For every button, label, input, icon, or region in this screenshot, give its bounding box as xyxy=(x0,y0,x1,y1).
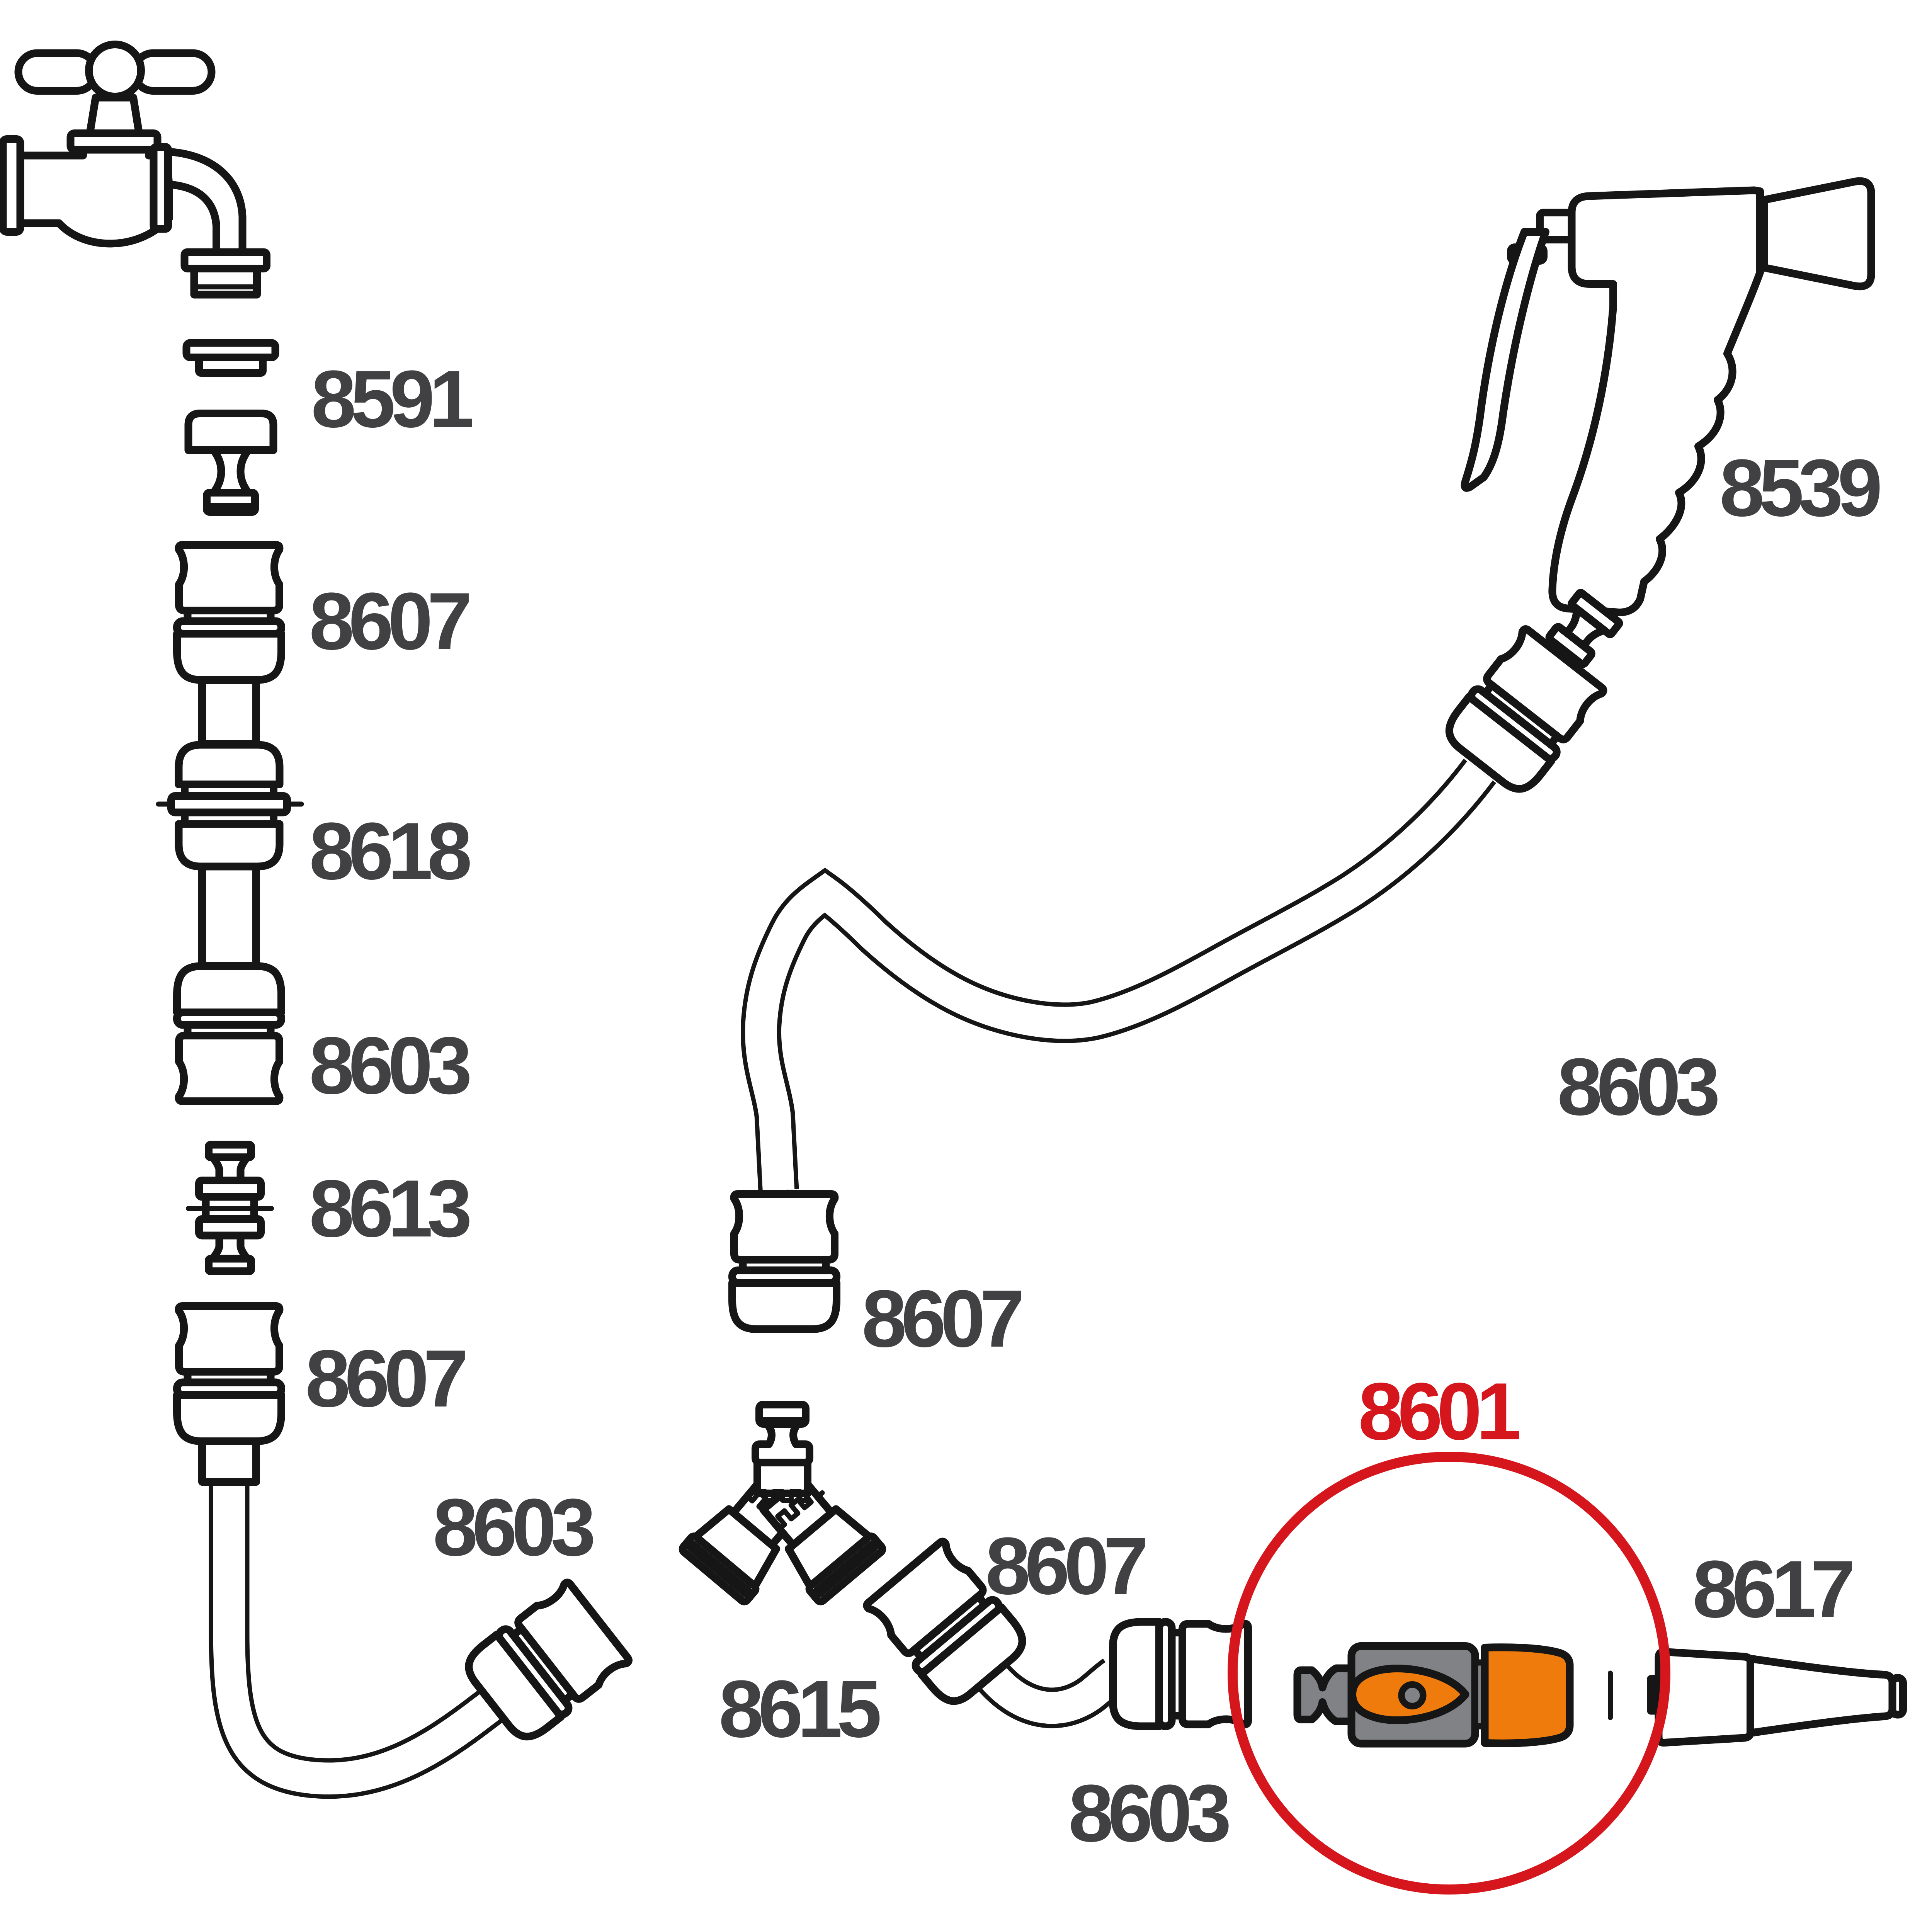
hoses xyxy=(209,759,1496,1799)
left-column-parts xyxy=(156,545,304,1486)
label-8613: 8613 xyxy=(309,1163,469,1254)
label-8603-below-gun: 8603 xyxy=(1557,1041,1718,1132)
label-8601-highlighted: 8601 xyxy=(1358,1366,1519,1457)
label-8603-bottom-left: 8603 xyxy=(433,1482,593,1573)
part-labels: 8591 8607 8618 8603 8613 8607 8603 8615 … xyxy=(305,354,1885,1859)
faucet-right-flange xyxy=(150,143,172,233)
connector-8607-top xyxy=(177,545,281,680)
nozzle-body xyxy=(1747,1655,1896,1737)
adapter-neck xyxy=(209,446,252,497)
connector-8603-left xyxy=(177,966,281,1101)
part-8539-spray-gun xyxy=(1461,177,1875,668)
neck-tube-1 xyxy=(198,676,260,748)
connector-8607-middle xyxy=(732,1194,837,1329)
label-8591: 8591 xyxy=(311,354,472,444)
label-8607-right-of-y: 8607 xyxy=(985,1520,1145,1611)
nozzle-male-tab xyxy=(1597,1668,1652,1721)
part-8601-shutoff-valve xyxy=(1298,1642,1574,1748)
nozzle-tip xyxy=(1888,1674,1907,1719)
faucet-stem xyxy=(86,94,143,137)
valve-male-tab xyxy=(1298,1668,1353,1722)
gun-male-connector xyxy=(1545,589,1623,668)
label-8603-left: 8603 xyxy=(309,1020,469,1111)
part-8617-nozzle xyxy=(1597,1648,1907,1747)
faucet-inlet-flange xyxy=(0,135,24,236)
faucet-bonnet-flange xyxy=(66,129,162,154)
label-8539: 8539 xyxy=(1719,442,1879,533)
gun-body xyxy=(1548,186,1764,616)
adapter-body xyxy=(184,410,277,454)
hose-gun-to-middle xyxy=(740,759,1496,1191)
label-8617: 8617 xyxy=(1692,1544,1852,1634)
neck-tube-3 xyxy=(198,1437,260,1486)
part-8613-double-male xyxy=(186,1141,274,1275)
neck-tube-2 xyxy=(198,862,260,970)
label-8603-bottom-middle: 8603 xyxy=(1068,1768,1229,1859)
faucet-illustration xyxy=(0,41,270,299)
faucet-outlet-thread xyxy=(190,265,261,299)
nozzle-collar xyxy=(1655,1648,1754,1747)
connector-8607-lower xyxy=(177,1306,281,1441)
label-8618: 8618 xyxy=(309,806,470,896)
gun-front-cone xyxy=(1760,177,1875,291)
part-8618-coupling xyxy=(156,741,304,871)
washer-step xyxy=(195,354,267,377)
label-8607-middle: 8607 xyxy=(862,1273,1021,1364)
faucet-body xyxy=(16,145,173,248)
part-8591-tap-connector xyxy=(182,339,279,516)
adapter-tip xyxy=(203,489,259,516)
faucet-handle-hub xyxy=(85,41,145,100)
valve-coupler xyxy=(1481,1643,1574,1747)
highlight-circle-8601 xyxy=(1228,1452,1670,1895)
faucet-spout xyxy=(162,148,247,256)
valve-lever-pin xyxy=(1398,1681,1427,1710)
y-male-body xyxy=(752,1420,813,1466)
faucet-handle-wing-left xyxy=(14,49,100,95)
faucet-handle-wing-right xyxy=(130,49,216,95)
label-8607-lower: 8607 xyxy=(305,1333,465,1424)
label-8607-top: 8607 xyxy=(309,576,469,667)
label-8615: 8615 xyxy=(719,1663,879,1754)
part-8615-y-distributor xyxy=(679,1401,886,1605)
gun-trigger xyxy=(1461,228,1549,492)
